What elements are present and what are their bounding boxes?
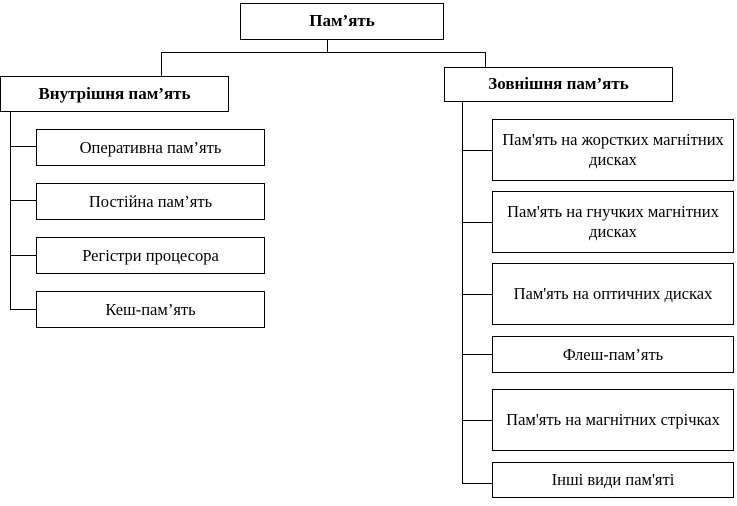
connector-internal-item-4 (10, 309, 37, 310)
external-item-optical: Пам'ять на оптичних дисках (492, 263, 734, 325)
external-item-hdd: Пам'ять на жорстких магнітних дисках (492, 119, 734, 181)
connector-to-external (485, 52, 486, 68)
internal-item-cache: Кеш-пам’ять (36, 291, 265, 328)
internal-item-ram: Оперативна пам’ять (36, 129, 265, 166)
root-node-memory: Пам’ять (240, 3, 444, 40)
internal-memory-node: Внутрішня пам’ять (0, 76, 229, 112)
connector-root-down (327, 39, 328, 53)
connector-external-item-6 (462, 483, 493, 484)
connector-top-bar (161, 52, 486, 53)
connector-external-item-2 (462, 222, 493, 223)
internal-item-registers: Регістри процесора (36, 237, 265, 274)
connector-external-item-3 (462, 294, 493, 295)
connector-external-item-1 (462, 150, 493, 151)
connector-internal-trunk (10, 110, 11, 310)
external-item-floppy: Пам'ять на гнучких магнітних дисках (492, 191, 734, 253)
connector-external-trunk (462, 100, 463, 484)
internal-item-rom: Постійна пам’ять (36, 183, 265, 220)
connector-internal-item-1 (10, 146, 37, 147)
external-item-other: Інші види пам'яті (492, 462, 734, 498)
connector-to-internal (161, 52, 162, 76)
external-item-flash: Флеш-пам’ять (492, 336, 734, 373)
external-memory-node: Зовнішня пам’ять (444, 67, 673, 102)
connector-internal-item-3 (10, 255, 37, 256)
connector-external-item-4 (462, 354, 493, 355)
external-item-tape: Пам'ять на магнітних стрічках (492, 389, 734, 451)
connector-external-item-5 (462, 420, 493, 421)
connector-internal-item-2 (10, 200, 37, 201)
